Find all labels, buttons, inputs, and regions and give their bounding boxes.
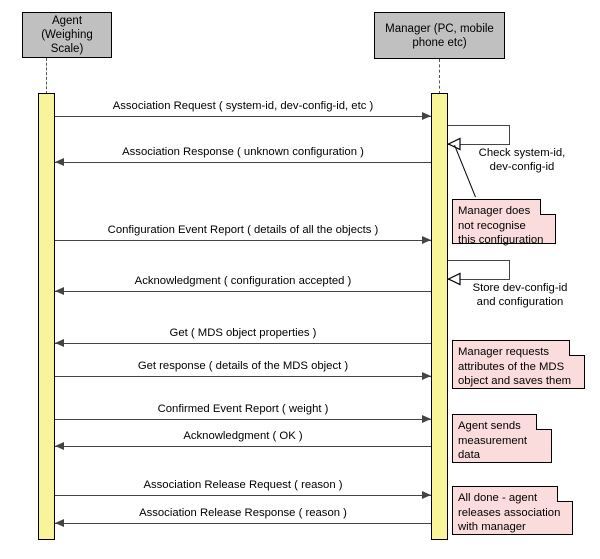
message-line-2 <box>55 162 431 163</box>
note-2-fold-icon <box>569 340 585 356</box>
message-line-5 <box>55 343 431 344</box>
lifeline-manager <box>439 59 440 94</box>
note-2-line2: attributes of the MDS <box>458 360 565 373</box>
note-3-fold-icon <box>536 414 552 430</box>
message-line-8 <box>55 446 431 447</box>
message-line-3 <box>55 240 431 241</box>
note-2-line3: object and saves them <box>458 375 572 387</box>
message-arrowhead-10 <box>55 518 64 527</box>
activation-bar-agent <box>38 93 55 540</box>
note-4-line3: with manager <box>458 521 526 533</box>
note-3: Agent sends measurement data <box>452 414 552 463</box>
message-line-4 <box>55 291 431 292</box>
note-4-fold-icon <box>557 486 573 502</box>
message-label-8: Acknowledgment ( OK ) <box>183 430 303 442</box>
self-message-2-label-line2: and configuration <box>476 296 564 308</box>
message-line-6 <box>55 376 431 377</box>
message-label-10: Association Release Response ( reason ) <box>139 507 347 519</box>
message-line-7 <box>55 419 431 420</box>
note-4: All done - agent releases association wi… <box>452 486 573 535</box>
message-label-7: Confirmed Event Report ( weight ) <box>157 403 329 415</box>
note-1-fold-icon <box>540 199 556 215</box>
note-1-line1: Manager does <box>458 205 531 217</box>
self-message-1 <box>448 125 510 145</box>
note-1: Manager does not recognise this configur… <box>452 199 556 246</box>
self-message-2-segment-top <box>448 260 510 261</box>
message-arrowhead-3 <box>422 235 431 244</box>
message-arrowhead-5 <box>55 338 64 347</box>
self-message-2-segment-bottom <box>448 279 510 280</box>
lifeline-head-agent: Agent (Weighing Scale) <box>22 12 112 58</box>
message-line-9 <box>55 495 431 496</box>
note-1-line2: not recognise <box>458 219 526 232</box>
lifeline-head-manager: Manager (PC, mobile phone etc) <box>374 12 505 59</box>
note-4-text: All done - agent releases association wi… <box>458 491 567 535</box>
message-label-2: Association Response ( unknown configura… <box>122 146 364 158</box>
self-message-1-segment-top <box>448 125 510 126</box>
note-4-line2: releases association <box>458 506 561 519</box>
self-message-1-segment-right <box>508 125 510 144</box>
note-2-text: Manager requests attributes of the MDS o… <box>458 345 579 389</box>
self-message-1-label: Check system-id, dev-config-id <box>462 146 582 174</box>
lifeline-head-agent-line1: Agent <box>51 15 83 27</box>
note-3-line3: data <box>458 449 480 461</box>
note-4-line1: All done - agent <box>458 492 538 504</box>
message-arrowhead-4 <box>55 286 64 295</box>
message-label-9: Association Release Request ( reason ) <box>143 479 343 491</box>
self-message-2 <box>448 260 510 280</box>
message-arrowhead-6 <box>422 371 431 380</box>
note-2-line1: Manager requests <box>458 346 550 358</box>
message-label-1: Association Request ( system-id, dev-con… <box>112 100 374 112</box>
self-message-2-arrowhead <box>447 272 461 286</box>
note-3-line2: measurement <box>458 434 528 447</box>
self-message-1-segment-bottom <box>448 144 510 145</box>
message-arrowhead-9 <box>422 490 431 499</box>
note-2: Manager requests attributes of the MDS o… <box>452 340 585 389</box>
lifeline-agent <box>46 58 47 94</box>
lifeline-head-manager-line1: Manager (PC, mobile <box>385 22 494 35</box>
note-1-text: Manager does not recognise this configur… <box>458 204 550 248</box>
note-3-line1: Agent sends <box>458 420 521 432</box>
message-line-10 <box>55 523 431 524</box>
message-line-1 <box>55 116 431 117</box>
lifeline-head-agent-line2: (Weighing Scale) <box>41 29 93 55</box>
self-message-1-label-line2: dev-config-id <box>489 161 555 173</box>
message-arrowhead-7 <box>422 414 431 423</box>
self-message-2-segment-right <box>508 260 510 279</box>
message-label-3: Configuration Event Report ( details of … <box>107 224 379 236</box>
self-message-1-arrowhead <box>447 137 461 151</box>
lifeline-head-manager-line2: phone etc) <box>412 36 467 49</box>
note-3-text: Agent sends measurement data <box>458 419 546 463</box>
self-message-2-label: Store dev-config-id and configuration <box>455 281 585 309</box>
message-arrowhead-2 <box>55 157 64 166</box>
activation-bar-manager <box>431 93 448 540</box>
message-label-6: Get response ( details of the MDS object… <box>137 360 349 372</box>
message-label-4: Acknowledgment ( configuration accepted … <box>134 275 352 287</box>
self-message-1-label-line1: Check system-id, <box>478 147 566 159</box>
note-1-line3: this configuration <box>458 234 544 246</box>
message-arrowhead-1 <box>422 111 431 120</box>
self-message-2-label-line1: Store dev-config-id <box>472 282 568 294</box>
message-label-5: Get ( MDS object properties ) <box>169 327 317 339</box>
message-arrowhead-8 <box>55 441 64 450</box>
